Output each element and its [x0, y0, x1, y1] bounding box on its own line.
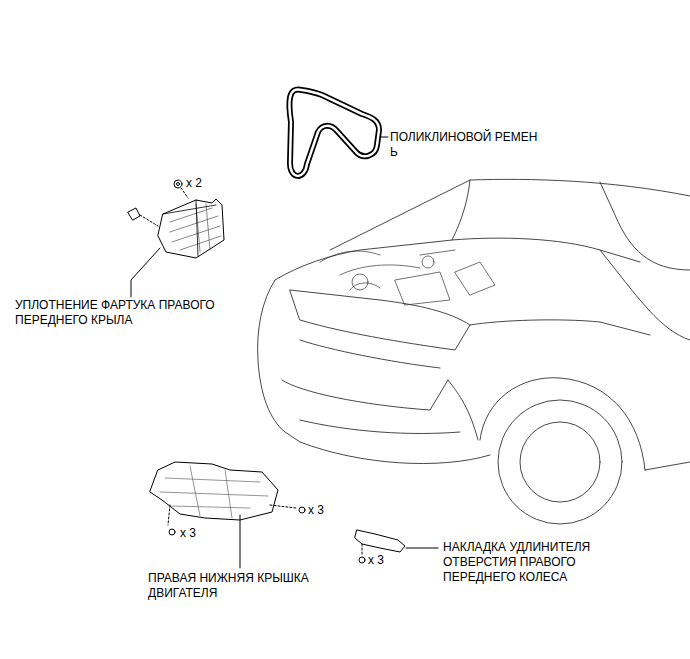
part-label-box: УПЛОТНЕНИЕ ФАРТУКА ПРАВОГО ПЕРЕДНЕГО КРЫ…: [15, 298, 250, 328]
quantity-label: x 3: [180, 526, 196, 541]
engine-under-cover: [150, 462, 305, 535]
leader-line: [406, 548, 438, 549]
leader-line: [131, 248, 160, 297]
part-label-box: ПОЛИКЛИНОВОЙ РЕМЕН Ь: [390, 130, 545, 160]
part-label: ПОЛИКЛИНОВОЙ РЕМЕН Ь: [390, 130, 545, 160]
leader-line: [240, 515, 241, 568]
part-label-box: ПРАВАЯ НИЖНЯЯ КРЫШКА ДВИГАТЕЛЯ: [148, 571, 320, 601]
quantity-label: x 2: [186, 176, 202, 191]
quantity-label: x 3: [308, 503, 324, 518]
fender-seal: [128, 180, 224, 258]
quantity-label-box: x 3: [180, 526, 196, 541]
quantity-label-box: x 3: [308, 503, 324, 518]
part-label-box: НАКЛАДКА УДЛИНИТЕЛЯ ОТВЕРСТИЯ ПРАВОГО ПЕ…: [443, 540, 613, 585]
car-outline: [258, 179, 690, 524]
part-label: НАКЛАДКА УДЛИНИТЕЛЯ ОТВЕРСТИЯ ПРАВОГО ПЕ…: [443, 540, 613, 585]
quantity-label-box: x 2: [186, 176, 202, 191]
drive-belt: [289, 89, 379, 175]
quantity-label-box: x 3: [368, 553, 384, 568]
leader-line: [380, 137, 388, 138]
quantity-label: x 3: [368, 553, 384, 568]
part-label: ПРАВАЯ НИЖНЯЯ КРЫШКА ДВИГАТЕЛЯ: [148, 571, 320, 601]
part-label: УПЛОТНЕНИЕ ФАРТУКА ПРАВОГО ПЕРЕДНЕГО КРЫ…: [15, 298, 250, 328]
